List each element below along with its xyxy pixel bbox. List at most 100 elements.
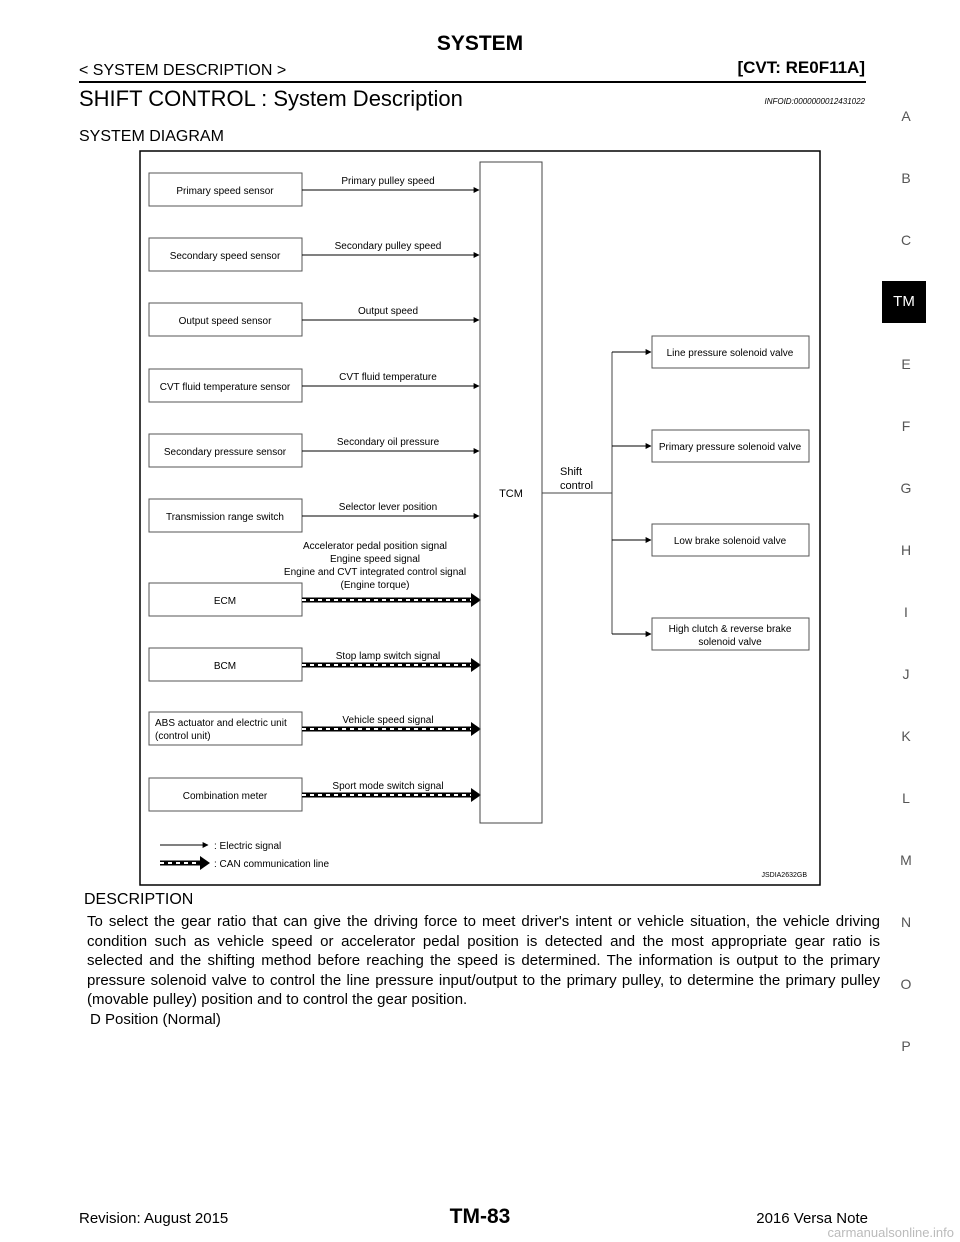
- signal-label: Output speed: [358, 306, 418, 317]
- output-0: Line pressure solenoid valve: [612, 335, 810, 369]
- can-arrowhead: [471, 593, 481, 607]
- output-box: [651, 617, 810, 651]
- signal-label: Engine speed signal: [330, 554, 420, 565]
- side-index-a[interactable]: A: [901, 108, 911, 124]
- output-label: Low brake solenoid valve: [674, 536, 787, 547]
- side-index-j[interactable]: J: [902, 666, 910, 682]
- input-box: [148, 302, 303, 337]
- shift-control-label-1: Shift: [560, 466, 582, 478]
- side-index-g[interactable]: G: [900, 480, 912, 496]
- breadcrumb: < SYSTEM DESCRIPTION >: [79, 62, 287, 79]
- can-arrowhead: [471, 722, 481, 736]
- side-index-i[interactable]: I: [904, 604, 908, 620]
- footer-revision: Revision: August 2015: [79, 1210, 229, 1227]
- header-rule: [79, 81, 866, 83]
- signal-label: Stop lamp switch signal: [336, 651, 441, 662]
- input-label: Combination meter: [183, 791, 268, 802]
- input-5: Transmission range switch Selector lever …: [148, 498, 480, 533]
- input-8: ABS actuator and electric unit (control u…: [148, 711, 481, 746]
- side-index-c[interactable]: C: [900, 232, 912, 248]
- output-label: solenoid valve: [698, 637, 762, 648]
- section-title: SHIFT CONTROL : System Description: [79, 86, 463, 111]
- input-label: ABS actuator and electric unit: [155, 718, 287, 729]
- input-box: [148, 368, 303, 403]
- output-box: [651, 429, 810, 463]
- side-index-h[interactable]: H: [900, 542, 912, 558]
- input-7: BCM Stop lamp switch signal: [148, 647, 481, 682]
- signal-label: Sport mode switch signal: [332, 781, 443, 792]
- model-code: [CVT: RE0F11A]: [737, 58, 865, 77]
- can-arrowhead: [471, 788, 481, 802]
- info-id: INFOID:0000000012431022: [764, 97, 865, 106]
- side-index-k[interactable]: K: [901, 728, 911, 744]
- signal-label: Accelerator pedal position signal: [303, 541, 447, 552]
- side-index-e[interactable]: E: [901, 356, 911, 372]
- diagram-frame: [139, 150, 821, 886]
- signal-label: CVT fluid temperature: [339, 372, 437, 383]
- diagram-code: JSDIA2632GB: [761, 872, 807, 879]
- description-body: To select the gear ratio that can give t…: [87, 913, 880, 1009]
- output-box: [651, 335, 810, 369]
- system-diagram: Primary speed sensor Primary pulley speed…: [139, 150, 821, 886]
- side-index: A B C TM E F G H I J K L M N O P: [882, 0, 944, 1242]
- legend-item-1: : CAN communication line: [160, 856, 329, 870]
- description-heading: DESCRIPTION: [84, 891, 194, 908]
- signal-label: (Engine torque): [341, 580, 410, 591]
- d-position-heading: D Position (Normal): [90, 1011, 221, 1028]
- side-index-tm[interactable]: TM: [882, 281, 926, 323]
- input-9: Combination meter Sport mode switch signa…: [148, 777, 481, 812]
- side-index-p[interactable]: P: [901, 1038, 911, 1054]
- input-box: [148, 172, 303, 207]
- footer-page-number: TM-83: [449, 1205, 511, 1228]
- side-index-m[interactable]: M: [900, 852, 912, 868]
- input-6: ECM Accelerator pedal position signalEngi…: [148, 541, 481, 617]
- input-label: Output speed sensor: [179, 316, 273, 327]
- input-box: [148, 777, 303, 812]
- signal-label: Selector lever position: [339, 502, 437, 513]
- signal-label: Primary pulley speed: [341, 176, 434, 187]
- output-label: Primary pressure solenoid valve: [659, 442, 802, 453]
- input-label: CVT fluid temperature sensor: [160, 382, 291, 393]
- can-arrowhead: [200, 856, 210, 870]
- input-label: (control unit): [155, 731, 211, 742]
- watermark: carmanualsonline.info: [827, 1225, 954, 1240]
- input-box: [148, 498, 303, 533]
- tcm-label: TCM: [499, 488, 523, 500]
- input-box: [148, 711, 303, 746]
- input-4: Secondary pressure sensor Secondary oil p…: [148, 433, 480, 468]
- side-index-l[interactable]: L: [902, 790, 910, 806]
- can-arrowhead: [471, 658, 481, 672]
- output-2: Low brake solenoid valve: [612, 523, 810, 557]
- input-label: ECM: [214, 596, 236, 607]
- signal-label: Secondary pulley speed: [335, 241, 442, 252]
- input-box: [148, 582, 303, 617]
- side-index-o[interactable]: O: [900, 976, 912, 992]
- legend-label: : Electric signal: [214, 841, 281, 852]
- legend-item-0: : Electric signal: [160, 841, 281, 852]
- page-header-title: SYSTEM: [436, 32, 524, 55]
- side-index-b[interactable]: B: [901, 170, 911, 186]
- input-box: [148, 647, 303, 682]
- system-diagram-heading: SYSTEM DIAGRAM: [79, 128, 224, 145]
- signal-label: Secondary oil pressure: [337, 437, 440, 448]
- input-box: [148, 237, 303, 272]
- input-label: BCM: [214, 661, 236, 672]
- output-1: Primary pressure solenoid valve: [612, 429, 810, 463]
- input-1: Secondary speed sensor Secondary pulley s…: [148, 237, 480, 272]
- output-label: Line pressure solenoid valve: [667, 348, 794, 359]
- input-label: Primary speed sensor: [176, 186, 274, 197]
- side-index-n[interactable]: N: [900, 914, 912, 930]
- input-label: Secondary pressure sensor: [164, 447, 287, 458]
- signal-label: Vehicle speed signal: [342, 715, 433, 726]
- input-label: Transmission range switch: [166, 512, 284, 523]
- legend-label: : CAN communication line: [214, 859, 329, 870]
- input-3: CVT fluid temperature sensor CVT fluid te…: [148, 368, 480, 403]
- side-index-f[interactable]: F: [901, 418, 911, 434]
- input-2: Output speed sensor Output speed: [148, 302, 480, 337]
- input-label: Secondary speed sensor: [170, 251, 281, 262]
- footer-model: 2016 Versa Note: [756, 1210, 868, 1227]
- output-box: [651, 523, 810, 557]
- signal-label: Engine and CVT integrated control signal: [284, 567, 466, 578]
- input-0: Primary speed sensor Primary pulley speed: [148, 172, 480, 207]
